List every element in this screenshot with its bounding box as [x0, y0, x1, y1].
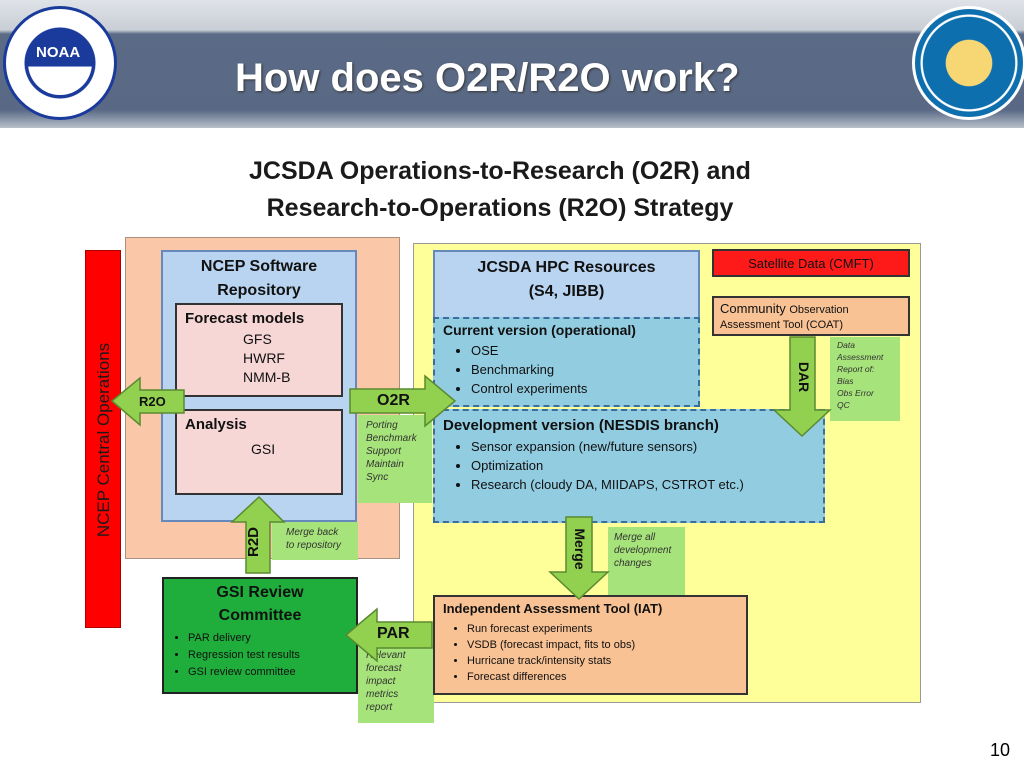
header-band: [0, 0, 1024, 128]
development-version-list: Sensor expansion (new/future sensors) Op…: [453, 437, 744, 494]
iat-list: Run forecast experiments VSDB (forecast …: [449, 621, 635, 685]
list-item: OSE: [471, 341, 587, 360]
coat-box: Community Observation Assessment Tool (C…: [712, 296, 910, 336]
department-of-commerce-seal: [912, 6, 1024, 120]
list-item: Sensor expansion (new/future sensors): [471, 437, 744, 456]
r2o-arrow: [110, 376, 185, 427]
slide-number: 10: [990, 740, 1011, 760]
dar-note: Data Assessment Report of: Bias Obs Erro…: [830, 337, 900, 421]
dar-note-text: Data Assessment Report of: Bias Obs Erro…: [837, 340, 884, 410]
current-version-title: Current version (operational): [443, 322, 636, 338]
merge-note-text: Merge all development changes: [614, 532, 672, 569]
noaa-logo: NOAA: [3, 6, 117, 120]
satellite-data-label: Satellite Data (CMFT): [748, 256, 874, 271]
gsi-review-list: PAR delivery Regression test results GSI…: [170, 630, 300, 681]
noaa-logo-text: NOAA: [36, 44, 81, 61]
r2d-note: Merge back to repository: [272, 522, 358, 560]
current-version-box: Current version (operational) OSE Benchm…: [433, 317, 700, 407]
r2d-arrow: [230, 495, 286, 574]
analysis-title: Analysis: [185, 416, 247, 433]
development-version-title: Development version (NESDIS branch): [443, 417, 719, 434]
r2o-label: R2O: [139, 394, 166, 409]
independent-assessment-tool: Independent Assessment Tool (IAT) Run fo…: [433, 595, 748, 695]
satellite-data-box: Satellite Data (CMFT): [712, 249, 910, 277]
dar-label: DAR: [796, 361, 812, 393]
iat-title: Independent Assessment Tool (IAT): [443, 601, 663, 616]
par-arrow: [344, 607, 433, 663]
coat-word-community: Community: [720, 301, 790, 316]
ncep-central-operations-bar: NCEP Central Operations: [85, 250, 121, 628]
list-item: Run forecast experiments: [467, 621, 635, 637]
r2d-label: R2D: [245, 527, 262, 558]
list-item: GSI review committee: [188, 664, 300, 681]
forecast-models-list: GFS HWRF NMM-B: [243, 331, 291, 385]
list-item: Optimization: [471, 456, 744, 475]
o2r-label: O2R: [377, 392, 410, 409]
jcsda-hpc-resources: JCSDA HPC Resources (S4, JIBB): [433, 250, 700, 322]
par-note-text: Relevant forecast impact metrics report: [366, 650, 406, 713]
merge-note: Merge all development changes: [608, 527, 685, 595]
par-label: PAR: [377, 625, 410, 642]
gsi-review-committee: GSI Review Committee PAR delivery Regres…: [162, 577, 358, 694]
list-item: Research (cloudy DA, MIIDAPS, CSTROT etc…: [471, 475, 744, 494]
list-item: Control experiments: [471, 379, 587, 398]
page-title: How does O2R/R2O work?: [235, 56, 740, 100]
hpc-title: JCSDA HPC Resources (S4, JIBB): [477, 259, 656, 300]
par-note: Relevant forecast impact metrics report: [358, 645, 434, 723]
list-item: Benchmarking: [471, 360, 587, 379]
forecast-models-title: Forecast models: [185, 310, 305, 327]
merge-arrow: [548, 516, 610, 601]
list-item: VSDB (forecast impact, fits to obs): [467, 637, 635, 653]
forecast-models-box: Forecast models GFS HWRF NMM-B: [175, 303, 343, 397]
gsi-review-title: GSI Review Committee: [216, 584, 304, 624]
o2r-arrow: [349, 374, 457, 428]
r2d-note-text: Merge back to repository: [286, 527, 342, 551]
list-item: Regression test results: [188, 647, 300, 664]
diagram-title-line-2: Research-to-Operations (R2O) Strategy: [266, 194, 734, 222]
list-item: Forecast differences: [467, 669, 635, 685]
coat-line-1: Community Observation: [720, 301, 849, 316]
ncep-repo-title: NCEP Software Repository: [200, 258, 318, 299]
development-version-box: Development version (NESDIS branch) Sens…: [433, 409, 825, 523]
o2r-note: Porting Benchmark Support Maintain Sync: [358, 415, 432, 503]
o2r-note-text: Porting Benchmark Support Maintain Sync: [366, 420, 417, 483]
analysis-box: Analysis GSI: [175, 409, 343, 495]
list-item: PAR delivery: [188, 630, 300, 647]
dar-arrow: [772, 336, 832, 438]
analysis-gsi: GSI: [251, 441, 276, 457]
diagram-title-line-1: JCSDA Operations-to-Research (O2R) and: [249, 157, 751, 185]
diagram-title: JCSDA Operations-to-Research (O2R) and R…: [150, 153, 850, 227]
coat-line-2: Assessment Tool (COAT): [720, 319, 844, 331]
current-version-list: OSE Benchmarking Control experiments: [453, 341, 587, 398]
noaa-bird-emblem: [28, 31, 92, 95]
merge-label: Merge: [572, 528, 588, 570]
list-item: Hurricane track/intensity stats: [467, 653, 635, 669]
coat-word-observation: Observation: [789, 304, 849, 316]
